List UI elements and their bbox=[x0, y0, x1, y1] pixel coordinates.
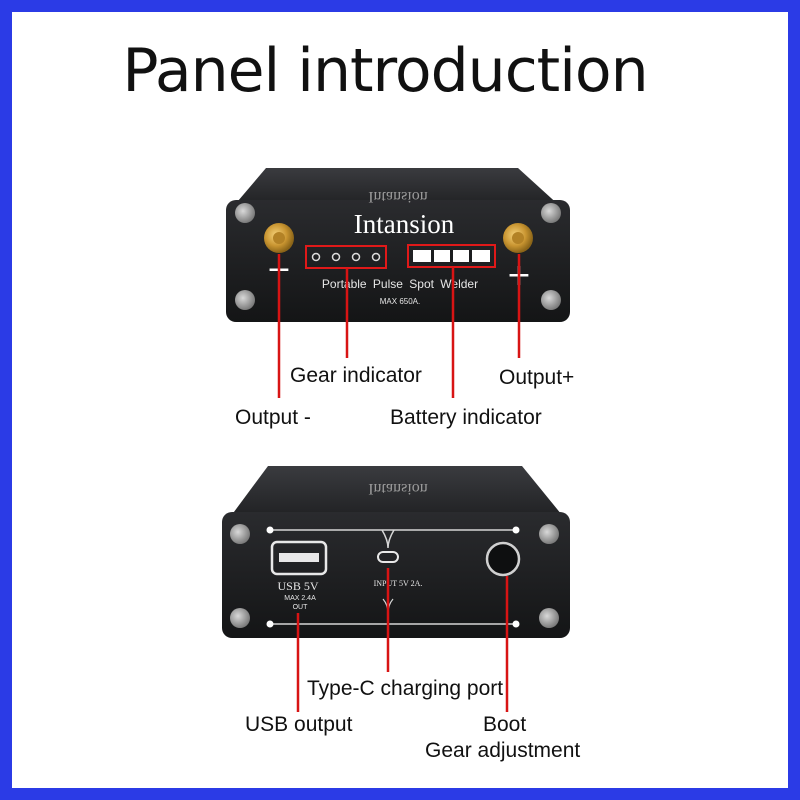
label-usb-output: USB output bbox=[245, 713, 353, 736]
label-output-minus: Output - bbox=[235, 406, 311, 429]
input-text: INPUT 5V 2A. bbox=[374, 579, 423, 588]
front-brand-top: Intansion bbox=[368, 188, 428, 205]
front-device-top bbox=[232, 168, 562, 208]
screw-icon bbox=[230, 524, 250, 544]
usb-out: OUT bbox=[293, 604, 309, 611]
front-device: Intansion − + Intansion Portable Pulse S… bbox=[226, 168, 570, 398]
usb-rating: MAX 2.4A bbox=[284, 595, 316, 602]
product-name: Portable Pulse Spot Welder bbox=[322, 277, 478, 291]
battery-indicator-highlight bbox=[407, 244, 496, 268]
typec-port-icon bbox=[377, 551, 399, 563]
screw-icon bbox=[235, 203, 255, 223]
label-output-plus: Output+ bbox=[499, 366, 575, 389]
screw-icon bbox=[235, 290, 255, 310]
back-device-face bbox=[222, 512, 570, 638]
screw-icon bbox=[230, 608, 250, 628]
terminal-hole-icon bbox=[512, 232, 524, 244]
label-boot: Boot bbox=[483, 713, 527, 736]
gear-led-icon bbox=[311, 252, 321, 262]
terminal-hole-icon bbox=[273, 232, 285, 244]
page-title: Panel introduction bbox=[122, 36, 648, 106]
usb-port-icon bbox=[270, 540, 328, 576]
front-brand: Intansion bbox=[354, 209, 455, 239]
label-battery-indicator: Battery indicator bbox=[390, 406, 542, 429]
gear-led-icon bbox=[351, 252, 361, 262]
front-device-face bbox=[226, 200, 570, 322]
screw-icon bbox=[539, 608, 559, 628]
back-device: Intansion USB 5V MAX 2.4A OUT INPUT 5V 2… bbox=[222, 466, 570, 712]
gear-led-icon bbox=[371, 252, 381, 262]
screw-icon bbox=[541, 203, 561, 223]
label-typec-port: Type-C charging port bbox=[307, 677, 504, 700]
usb-text: USB 5V bbox=[277, 579, 318, 593]
label-gear-indicator: Gear indicator bbox=[290, 364, 422, 387]
back-device-top bbox=[228, 466, 566, 520]
screw-icon bbox=[541, 290, 561, 310]
max-rating: MAX 650A. bbox=[380, 297, 420, 306]
back-brand-top: Intansion bbox=[368, 480, 428, 497]
screw-icon bbox=[539, 524, 559, 544]
gear-led-icon bbox=[331, 252, 341, 262]
label-gear-adjustment: Gear adjustment bbox=[425, 739, 581, 762]
boot-button-icon bbox=[485, 541, 521, 577]
